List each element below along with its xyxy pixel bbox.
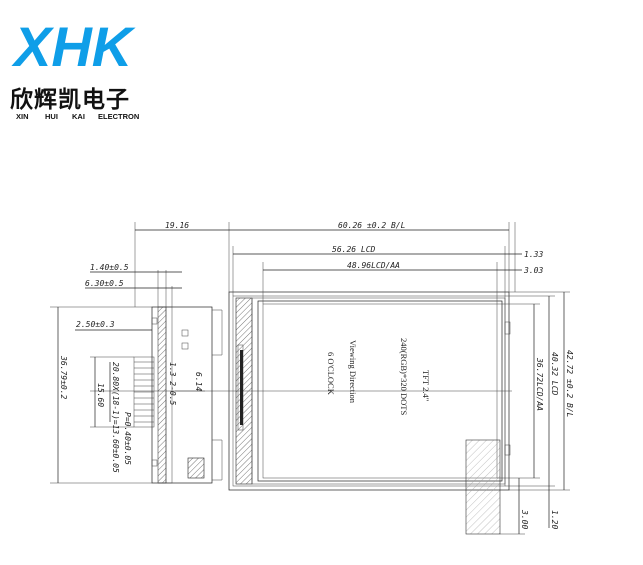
dim-fpc-w1: 1.40±0.5 [90, 263, 129, 272]
dim-fpc-small: 1.3 2-0.5 [168, 362, 177, 406]
dim-right-gap-top: 1.33 [524, 250, 543, 259]
brand-en-word-4: ELECTRON [98, 112, 139, 121]
dim-width-aa: 48.96LCD/AA [347, 261, 400, 270]
dim-fpc-w2: 6.30±0.5 [85, 279, 124, 288]
dim-fpc-pin-width: P=0.40±0.05 [123, 412, 132, 465]
dim-fpc-length: 36.79±0.2 [59, 355, 68, 400]
dim-height-lcd: 40.32 LCD [550, 352, 559, 396]
dim-height-aa: 36.72LCD/AA [535, 357, 544, 411]
fpc-bond-area [237, 344, 244, 431]
dim-fpc-pins: 20.80X(18-1)=13.60±0.05 [111, 362, 120, 473]
brand-en-word-3: KAI [72, 112, 85, 121]
panel-note-type: TFT 2.4" [421, 370, 431, 401]
panel-note-viewing: Viewing Direction [348, 340, 358, 404]
brand-name-cn: 欣辉凯电子 [10, 86, 130, 113]
fpc-cable [133, 306, 223, 484]
dim-fpc-pitch-length: 15.60 [96, 383, 105, 407]
dim-fpc-tail: 2.50±0.3 [76, 320, 115, 329]
left-dimensions: 36.79±0.2 2.50±0.3 15.60 20.80X(18-1)=13… [50, 306, 205, 484]
dim-fpc-offset: 19.16 [165, 221, 189, 230]
brand-en-word-1: XIN [16, 112, 29, 121]
panel-note-resolution: 240(RGB)*320 DOTS [399, 338, 409, 415]
panel-note-clock: 6 O'CLOCK [326, 352, 336, 396]
dim-width-total: 60.26 ±0.2 B/L [338, 221, 406, 230]
dim-height-total: 42.72 ±0.2 B/L [565, 350, 574, 418]
brand-logo: XHK 欣辉凯电子 XIN HUI KAI ELECTRON [10, 15, 139, 121]
module-outline [90, 291, 512, 535]
right-dimensions: 42.72 ±0.2 B/L 40.32 LCD 36.72LCD/AA 1.2… [497, 291, 574, 535]
dim-width-lcd: 56.26 LCD [332, 245, 376, 254]
brand-en-word-2: HUI [45, 112, 58, 121]
dim-bottom-gap-2: 3.00 [520, 509, 529, 529]
top-dimensions: 60.26 ±0.2 B/L 19.16 56.26 LCD 48.96LCD/… [85, 221, 543, 307]
panel-notes: TFT 2.4" 240(RGB)*320 DOTS Viewing Direc… [326, 338, 431, 415]
logo-mark: XHK [11, 15, 136, 78]
dim-fpc-mark: 6.14 [194, 372, 203, 391]
dim-right-gap-aa: 3.03 [523, 266, 543, 275]
dim-bottom-gap-1: 1.20 [550, 510, 559, 529]
